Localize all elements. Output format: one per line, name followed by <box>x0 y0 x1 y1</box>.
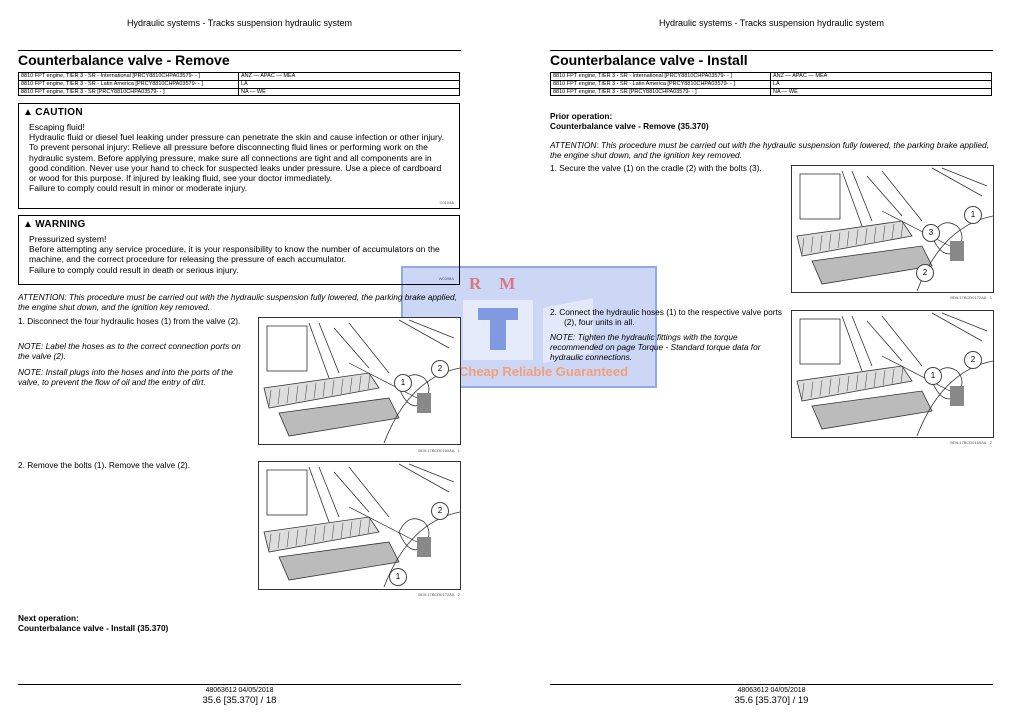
figure-number: 2 <box>989 440 992 445</box>
model-cell: 8810 FPT engine, TIER 3 - SR [PRCY8810CH… <box>550 87 771 97</box>
warning-box: ▲WARNING Pressurized system! Before atte… <box>18 215 460 285</box>
callout-3: 3 <box>922 224 940 242</box>
warning-result: Failure to comply could result in death … <box>29 264 239 275</box>
watermark-letters: RM <box>469 274 534 293</box>
table-row: 8810 FPT engine, TIER 3 - SR - Latin Ame… <box>550 79 992 89</box>
footer-page-number: 35.6 [35.370] / 19 <box>734 695 809 706</box>
wrench-icon <box>463 298 593 363</box>
machine-illustration <box>796 312 993 437</box>
caption-code: BDIL17BCD0160AA <box>950 440 987 445</box>
footer-rule <box>550 684 993 685</box>
warning-heading: WARNING <box>35 219 86 230</box>
left-page: Hydraulic systems - Tracks suspension hy… <box>18 0 461 714</box>
title-rule <box>18 50 461 51</box>
model-cell: 8810 FPT engine, TIER 3 - SR [PRCY8810CH… <box>18 87 239 97</box>
footer-doc-id: 48063612 04/05/2018 <box>205 687 274 694</box>
step-1: 1. Disconnect the four hydraulic hoses (… <box>18 316 241 326</box>
figure-1-illustration: 2 1 <box>258 317 461 445</box>
figure-1-illustration: 1 3 2 <box>791 165 994 293</box>
page-title: Counterbalance valve - Remove <box>18 52 230 68</box>
prior-operation-link[interactable]: Counterbalance valve - Remove (35.370) <box>550 121 709 131</box>
caution-body: Hydraulic fluid or diesel fuel leaking u… <box>29 132 444 184</box>
figure-1-caption: BDIL17BCD0172AA 1 <box>930 295 992 300</box>
next-operation-link[interactable]: Counterbalance valve - Install (35.370) <box>18 623 169 633</box>
callout-1: 1 <box>964 206 982 224</box>
table-row: 8810 FPT engine, TIER 3 - SR - Latin Ame… <box>18 79 460 89</box>
step-2: 2. Connect the hydraulic hoses (1) to th… <box>550 307 782 327</box>
model-table: 8810 FPT engine, TIER 3 - SR - Internati… <box>18 72 460 97</box>
model-table: 8810 FPT engine, TIER 3 - SR - Internati… <box>550 72 992 97</box>
callout-1: 1 <box>389 568 407 586</box>
caution-code: C0104A <box>439 200 454 205</box>
figure-2-illustration: 2 1 <box>258 461 461 590</box>
note-label-hoses: NOTE: Label the hoses as to the correct … <box>18 341 241 361</box>
footer-page-number: 35.6 [35.370] / 18 <box>202 695 277 706</box>
step-2: 2. Remove the bolts (1). Remove the valv… <box>18 460 191 470</box>
attention-note: ATTENTION: This procedure must be carrie… <box>18 292 457 312</box>
callout-2: 2 <box>431 502 449 520</box>
machine-illustration <box>263 319 460 444</box>
callout-1: 1 <box>394 374 412 392</box>
callout-2: 2 <box>431 360 449 378</box>
caption-code: BDIL17BCD0160AA <box>418 448 455 453</box>
table-row: 8810 FPT engine, TIER 3 - SR [PRCY8810CH… <box>18 87 460 97</box>
region-cell: LA <box>770 79 992 89</box>
prior-operation-label: Prior operation: <box>550 111 613 121</box>
callout-1: 1 <box>924 367 942 385</box>
page-title: Counterbalance valve - Install <box>550 52 748 68</box>
figure-number: 1 <box>989 295 992 300</box>
note-install-plugs: NOTE: Install plugs into the hoses and i… <box>18 367 233 387</box>
region-cell: LA <box>238 79 460 89</box>
caution-box: ▲CAUTION Escaping fluid! Hydraulic fluid… <box>18 103 460 209</box>
region-cell: NA — WE <box>238 87 460 97</box>
page-header: Hydraulic systems - Tracks suspension hy… <box>658 18 885 28</box>
table-row: 8810 FPT engine, TIER 3 - SR [PRCY8810CH… <box>550 87 992 97</box>
warning-triangle-icon: ▲ <box>23 107 34 118</box>
figure-1-caption: BDIL17BCD0160AA 1 <box>398 448 460 453</box>
table-row: 8810 FPT engine, TIER 3 - SR - Internati… <box>18 72 460 81</box>
figure-2-illustration: 2 1 <box>791 310 994 438</box>
region-cell: NA — WE <box>770 87 992 97</box>
footer-doc-id: 48063612 04/05/2018 <box>737 687 806 694</box>
right-page: Hydraulic systems - Tracks suspension hy… <box>550 0 994 714</box>
warning-triangle-icon: ▲ <box>23 219 34 230</box>
caution-heading: CAUTION <box>35 107 83 118</box>
warning-lead: Pressurized system! <box>29 234 107 244</box>
machine-illustration <box>263 463 460 588</box>
caution-result: Failure to comply could result in minor … <box>29 183 248 194</box>
caution-lead: Escaping fluid! <box>29 122 85 132</box>
table-row: 8810 FPT engine, TIER 3 - SR - Internati… <box>550 72 992 81</box>
page-header: Hydraulic systems - Tracks suspension hy… <box>126 18 353 28</box>
note-torque: NOTE: Tighten the hydraulic fittings wit… <box>550 332 761 362</box>
footer-rule <box>18 684 461 685</box>
next-operation-label: Next operation: <box>18 613 79 623</box>
warning-code: W0398A <box>438 276 454 281</box>
caption-code: BDIL17BCD0172AA <box>950 295 987 300</box>
model-cell: 8810 FPT engine, TIER 3 - SR - Internati… <box>18 72 239 81</box>
caption-code: BDIL17BCD0172AA <box>418 592 455 597</box>
figure-2-caption: BDIL17BCD0172AA 2 <box>398 592 460 597</box>
machine-illustration <box>796 167 993 292</box>
warning-body: Before attempting any service procedure,… <box>29 244 440 265</box>
model-cell: 8810 FPT engine, TIER 3 - SR - Internati… <box>550 72 771 81</box>
attention-note: ATTENTION: This procedure must be carrie… <box>550 140 989 160</box>
region-cell: ANZ — APAC — MEA <box>238 72 460 81</box>
model-cell: 8810 FPT engine, TIER 3 - SR - Latin Ame… <box>18 79 239 89</box>
region-cell: ANZ — APAC — MEA <box>770 72 992 81</box>
callout-2: 2 <box>916 264 934 282</box>
callout-2: 2 <box>964 351 982 369</box>
title-rule <box>550 50 993 51</box>
step-1: 1. Secure the valve (1) on the cradle (2… <box>550 163 762 173</box>
figure-number: 1 <box>457 448 460 453</box>
model-cell: 8810 FPT engine, TIER 3 - SR - Latin Ame… <box>550 79 771 89</box>
figure-2-caption: BDIL17BCD0160AA 2 <box>930 440 992 445</box>
figure-number: 2 <box>457 592 460 597</box>
watermark-slogan: Cheap Reliable Guaranteed <box>459 364 629 379</box>
